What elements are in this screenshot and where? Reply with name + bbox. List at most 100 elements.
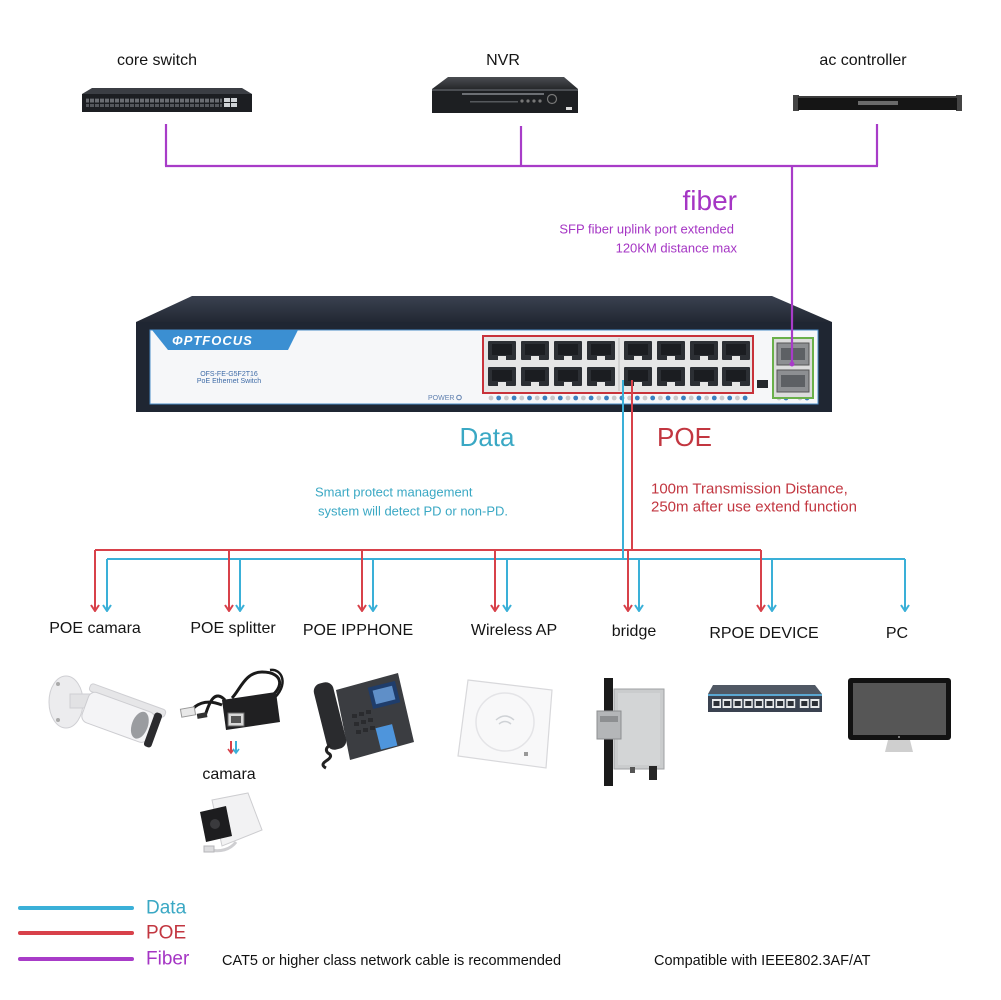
rj45-port xyxy=(657,367,685,386)
rj45-port xyxy=(521,341,549,360)
fiber-title: fiber xyxy=(682,185,737,216)
port-led xyxy=(488,395,494,401)
port-led xyxy=(581,395,586,401)
power-led xyxy=(456,394,462,401)
rj45-port xyxy=(521,367,549,386)
port-led xyxy=(719,395,725,401)
poe-note-line1: 100m Transmission Distance, xyxy=(651,480,848,498)
rpoe-port xyxy=(712,699,721,708)
nvr-label: NVR xyxy=(486,52,520,69)
nvr-icon xyxy=(432,77,578,113)
rj45-port xyxy=(690,341,718,360)
endpoint-label-rpoe-device: RPOE DEVICE xyxy=(709,625,819,642)
endpoint-label-pc: PC xyxy=(885,625,909,642)
port-led xyxy=(519,395,525,401)
rpoe-port xyxy=(786,699,796,708)
port-led xyxy=(696,395,702,401)
bullet-camera-icon xyxy=(48,675,167,748)
fiber-uplink-endpoint xyxy=(789,361,795,367)
port-led xyxy=(573,395,579,401)
endpoint-label-poe-splitter: POE splitter xyxy=(190,620,276,637)
rj45-port xyxy=(488,367,516,386)
port-led xyxy=(534,395,540,401)
port-led xyxy=(642,395,648,401)
rpoe-device-ports xyxy=(712,699,820,708)
rj45-ports xyxy=(488,341,750,386)
ac-controller-icon xyxy=(793,95,962,111)
rj45-port xyxy=(657,341,685,360)
cable-recommendation-note: CAT5 or higher class network cable is re… xyxy=(222,952,562,969)
port-led xyxy=(527,395,532,401)
fiber-links xyxy=(164,124,879,168)
rj45-port xyxy=(587,367,615,386)
port-led xyxy=(704,395,709,401)
core-switch-label: core switch xyxy=(116,52,198,69)
svg-text:ΦPTFOCUS: ΦPTFOCUS xyxy=(172,333,253,348)
compatibility-note: Compatible with IEEE802.3AF/AT xyxy=(654,952,871,969)
port-led xyxy=(665,395,671,401)
rpoe-port xyxy=(743,699,753,708)
switch-type: PoE Ethernet Switch xyxy=(197,378,261,385)
rpoe-device-icon xyxy=(708,685,822,712)
port-led xyxy=(565,395,571,401)
rj45-port xyxy=(488,341,516,360)
rj45-port xyxy=(722,367,750,386)
port-led xyxy=(611,395,617,401)
pc-monitor-icon xyxy=(848,678,951,752)
rpoe-port xyxy=(722,699,732,708)
switch-model: OFS-FE-G5F2T16 xyxy=(200,371,258,378)
console-port xyxy=(757,380,768,388)
rpoe-port xyxy=(775,699,785,708)
port-led xyxy=(711,395,717,401)
endpoint-label-ip-phone: POE IPPHONE xyxy=(302,622,414,639)
rj45-port xyxy=(624,367,652,386)
data-note-line2: system will detect PD or non-PD. xyxy=(318,503,509,519)
port-led xyxy=(688,395,694,401)
splitter-camera-label: camara xyxy=(202,766,256,783)
port-led xyxy=(627,395,632,401)
wireless-ap-icon xyxy=(457,679,553,769)
port-led xyxy=(634,395,640,401)
port-led xyxy=(542,395,548,401)
rj45-port xyxy=(554,341,582,360)
ac-controller-label: ac controller xyxy=(819,52,907,69)
port-led xyxy=(742,395,748,401)
data-note-line1: Smart protect management xyxy=(315,484,473,500)
fiber-note-line2: 120KM distance max xyxy=(615,240,737,256)
poe-switch-icon: ΦPTFOCUS OFS-FE-G5F2T16 PoE Ethernet Swi… xyxy=(136,296,832,412)
rpoe-port xyxy=(754,699,764,708)
poe-splitter-icon xyxy=(179,668,284,755)
port-led xyxy=(496,395,502,401)
rj45-port xyxy=(554,367,582,386)
rpoe-port xyxy=(765,699,774,708)
ip-phone-icon xyxy=(313,673,414,770)
rpoe-port xyxy=(733,699,743,708)
port-led xyxy=(681,395,686,401)
poe-note-line2: 250m after use extend function xyxy=(651,498,857,516)
rj45-port xyxy=(690,367,718,386)
port-led xyxy=(588,395,594,401)
port-led xyxy=(550,395,555,401)
legend-fiber-label: Fiber xyxy=(146,948,190,970)
rj45-port xyxy=(587,341,615,360)
fiber-note-line1: SFP fiber uplink port extended xyxy=(559,221,734,237)
rpoe-port xyxy=(799,699,809,708)
port-led xyxy=(658,395,663,401)
dome-camera-icon xyxy=(200,792,263,853)
port-led xyxy=(727,395,733,401)
brand-logo: ΦPTFOCUS xyxy=(152,330,298,350)
core-switch-icon xyxy=(82,88,252,112)
endpoint-label-poe-camera: POE camara xyxy=(49,620,141,637)
rj45-port xyxy=(722,341,750,360)
port-led xyxy=(604,395,609,401)
port-led xyxy=(557,395,563,401)
distribution-lines xyxy=(95,380,905,611)
port-led xyxy=(735,395,740,401)
legend xyxy=(18,906,134,961)
rj45-port xyxy=(624,341,652,360)
port-led xyxy=(596,395,602,401)
legend-data-label: Data xyxy=(146,897,187,919)
data-branch-title: Data xyxy=(459,422,515,452)
power-label: POWER xyxy=(428,395,454,402)
